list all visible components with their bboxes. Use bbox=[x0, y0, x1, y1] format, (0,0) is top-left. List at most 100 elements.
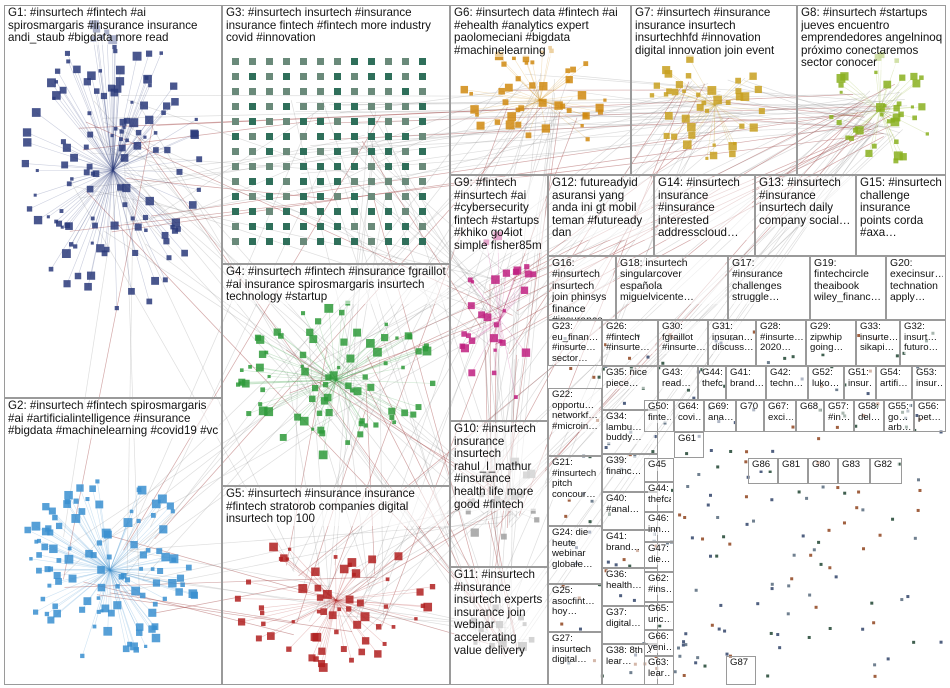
node-avatar bbox=[171, 227, 179, 234]
group-cell-g39[interactable]: G39: financ… bbox=[602, 454, 658, 492]
group-cell-g87[interactable]: G87 bbox=[726, 656, 756, 685]
group-cell-g70[interactable]: G70 bbox=[736, 400, 764, 432]
group-cell-g8[interactable]: G8: #insurtech #startups jueves encuentr… bbox=[797, 5, 946, 175]
node-avatar bbox=[713, 95, 722, 105]
group-cell-g15[interactable]: G15: #insurtech challenge insurance poin… bbox=[856, 175, 946, 256]
node-avatar bbox=[402, 133, 409, 140]
node-avatar bbox=[701, 537, 705, 541]
node-avatar bbox=[828, 626, 832, 630]
node-avatar bbox=[33, 609, 39, 615]
group-cell-g83[interactable]: G83 bbox=[838, 458, 870, 484]
edge bbox=[304, 379, 337, 422]
node-avatar bbox=[717, 627, 721, 631]
group-cell-g19[interactable]: G19: fintechcircle theaibook wiley_finan… bbox=[810, 256, 886, 320]
group-cell-g6[interactable]: G6: #insurtech data #fintech #ai #ehealt… bbox=[450, 5, 631, 175]
group-cell-g27[interactable]: G27: insurtech digital… bbox=[548, 632, 602, 685]
group-cell-g54[interactable]: G54: artifi… bbox=[876, 366, 912, 400]
node-avatar bbox=[843, 491, 847, 495]
group-cell-g5[interactable]: G5: #insurtech #insurance insurance #fin… bbox=[222, 486, 450, 685]
group-cell-g35[interactable]: G35: nice piece… bbox=[602, 366, 658, 410]
group-cell-g42[interactable]: G41: brand… bbox=[726, 366, 766, 400]
node-avatar bbox=[249, 103, 256, 110]
edge bbox=[263, 379, 337, 412]
group-cell-g55[interactable]: G55: go… arb… bbox=[884, 400, 914, 432]
group-cell-g65[interactable]: G65: unc… bbox=[644, 602, 674, 630]
group-cell-g51[interactable]: G51: insur… bbox=[844, 366, 876, 400]
group-cell-g50[interactable]: G50: finte… bbox=[644, 400, 674, 432]
group-cell-g48[interactable]: G46: inn… bbox=[644, 512, 674, 542]
group-cell-g34[interactable]: G34: lambu… buddy… bbox=[602, 410, 658, 454]
edge bbox=[89, 113, 114, 171]
group-cell-g40[interactable]: G40: #anal… bbox=[602, 492, 658, 530]
group-cell-g69[interactable]: G69: ana… bbox=[704, 400, 736, 432]
group-cell-g82[interactable]: G82 bbox=[870, 458, 902, 484]
group-cell-g26[interactable]: G26: #fintech #insurte… bbox=[602, 320, 658, 366]
group-cell-g18[interactable]: G18: insurtech singularcover española mi… bbox=[616, 256, 728, 320]
group-cell-g53[interactable]: G53: insur… bbox=[912, 366, 946, 400]
node-avatar bbox=[570, 66, 576, 73]
group-cell-g3[interactable]: G3: #insurtech insurtech #insurance insu… bbox=[222, 5, 450, 264]
group-cell-g33[interactable]: G33: insurte… sikapi… bbox=[856, 320, 900, 366]
group-cell-g56[interactable]: G56: pet… bbox=[914, 400, 946, 432]
node-avatar bbox=[566, 108, 572, 113]
node-avatar bbox=[142, 214, 149, 221]
node-avatar bbox=[368, 555, 377, 564]
group-cell-g45[interactable]: G44: thefca… bbox=[698, 366, 726, 400]
edge bbox=[58, 569, 111, 582]
group-cell-g63[interactable]: G63: lear… bbox=[644, 656, 674, 685]
node-avatar bbox=[910, 72, 918, 81]
group-label-g57: G57: #in… bbox=[828, 402, 851, 424]
group-cell-g7[interactable]: G7: #insurtech #insurance insurance insu… bbox=[631, 5, 797, 175]
group-cell-g32[interactable]: G32: insurt… futuro… bbox=[900, 320, 946, 366]
group-cell-g52[interactable]: G52: luko… bbox=[808, 366, 844, 400]
group-cell-g46[interactable]: G44: thefca… bbox=[644, 482, 674, 512]
group-cell-g29[interactable]: G29: zipwhip going… bbox=[806, 320, 856, 366]
group-cell-g14[interactable]: G14: #insurtech insurance #insurance int… bbox=[654, 175, 755, 256]
edge bbox=[879, 77, 903, 111]
group-cell-g57[interactable]: G57: #in… bbox=[824, 400, 854, 432]
group-cell-g23[interactable]: G23: eu_finan… #insurte… sector… bbox=[548, 320, 602, 366]
edge bbox=[348, 496, 508, 615]
group-cell-g31[interactable]: G31: insuran… discuss… bbox=[708, 320, 756, 366]
group-cell-g25[interactable]: G25: asocfint… hoy… bbox=[548, 584, 602, 632]
group-cell-g11[interactable]: G11: #insurtech #insurance insurtech exp… bbox=[450, 567, 548, 685]
group-cell-g13[interactable]: G13: #insurtech #insurance insurtech dai… bbox=[755, 175, 856, 256]
group-cell-g24[interactable]: G24: die heute webinar globale… bbox=[548, 526, 602, 584]
group-cell-g86[interactable]: G86 bbox=[748, 458, 778, 484]
edge bbox=[367, 106, 509, 350]
group-cell-g1[interactable]: G1: #insurtech #fintech #ai spirosmargar… bbox=[4, 5, 222, 398]
group-cell-g66[interactable]: G66: yeni… bbox=[644, 630, 674, 656]
group-cell-g20[interactable]: G20: execinsur… technation apply… bbox=[886, 256, 946, 320]
group-cell-g10[interactable]: G10: #insurtech insurance insurtech rahu… bbox=[450, 421, 548, 567]
group-cell-g4[interactable]: G4: #insurtech #fintech #insurance fgrai… bbox=[222, 264, 450, 486]
group-cell-g61[interactable]: G61 bbox=[674, 432, 704, 458]
group-cell-g16[interactable]: G16: #insurtech insurtech join phinsys f… bbox=[548, 256, 616, 320]
group-cell-g22[interactable]: G22: opportu… networkf… #microin… bbox=[548, 388, 602, 456]
group-cell-g58[interactable]: G58: del… bbox=[854, 400, 884, 432]
group-cell-g81[interactable]: G81 bbox=[778, 458, 808, 484]
group-cell-g62[interactable]: G62: #ins… bbox=[644, 572, 674, 602]
node-avatar bbox=[632, 598, 636, 602]
group-cell-g49[interactable]: G47: die… bbox=[644, 542, 674, 572]
group-cell-g80[interactable]: G80 bbox=[808, 458, 838, 484]
group-cell-g30[interactable]: G30: fgraillot #insurte… bbox=[658, 320, 708, 366]
group-cell-g2[interactable]: G2: #insurtech #fintech spirosmargaris #… bbox=[4, 398, 222, 685]
group-label-g62: G62: #ins… bbox=[648, 574, 671, 596]
group-cell-g68[interactable]: G68 bbox=[796, 400, 824, 432]
group-cell-g9[interactable]: G9: #fintech #insurtech #ai #cybersecuri… bbox=[450, 175, 548, 421]
group-cell-g12[interactable]: G12: futureadyid asuransi yang anda ini … bbox=[548, 175, 654, 256]
edge bbox=[112, 53, 162, 171]
group-cell-g44[interactable]: G43: read… bbox=[658, 366, 698, 400]
group-cell-g21[interactable]: G21: #insurtech pitch concour… bbox=[548, 456, 602, 526]
edge bbox=[335, 599, 345, 650]
group-cell-g64[interactable]: G64: covi… bbox=[674, 400, 704, 432]
node-avatar bbox=[100, 92, 108, 100]
group-cell-g43[interactable]: G42: techn… bbox=[766, 366, 808, 400]
edge bbox=[312, 379, 337, 400]
edge bbox=[335, 312, 343, 381]
group-cell-g47[interactable]: G45 bbox=[644, 458, 674, 482]
group-cell-g67[interactable]: G67: exci… bbox=[764, 400, 796, 432]
group-cell-g38[interactable]: G38: 8th… lear… bbox=[602, 644, 658, 685]
group-cell-g28[interactable]: G28: #insurte… 2020… bbox=[756, 320, 806, 366]
group-cell-g17[interactable]: G17: #insurance challenges struggle… bbox=[728, 256, 810, 320]
